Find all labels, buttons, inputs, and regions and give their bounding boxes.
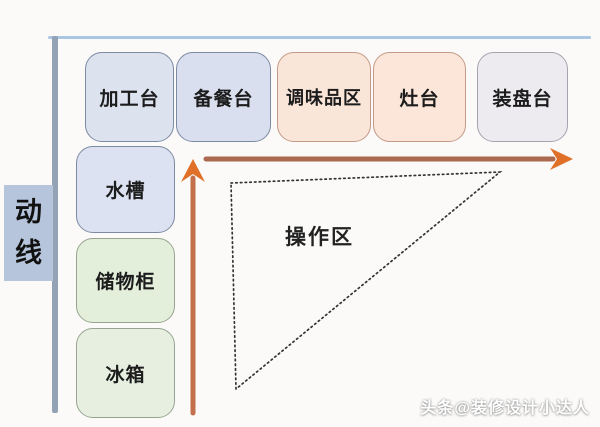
work-zone-label: 操作区 <box>285 226 354 249</box>
station-box-seasoning: 调味品区 <box>277 52 371 142</box>
station-box-storage: 储物柜 <box>76 238 175 323</box>
station-box-fridge: 冰箱 <box>76 328 175 418</box>
station-label: 灶台 <box>399 88 440 110</box>
work-triangle-outline <box>230 171 503 391</box>
station-box-plating: 装盘台 <box>477 52 568 142</box>
horizontal-flow-arrow-head <box>550 148 573 170</box>
station-label: 调味品区 <box>286 88 362 108</box>
vertical-flow-arrow-head <box>181 159 205 182</box>
watermark-text: 头条@装修设计小达人 <box>420 400 590 417</box>
frame-left-bar <box>52 36 58 413</box>
station-label: 加工台 <box>99 88 160 110</box>
station-label: 水槽 <box>105 181 146 202</box>
frame-top-line <box>48 36 591 39</box>
station-label: 储物柜 <box>95 272 156 293</box>
station-label: 冰箱 <box>105 364 146 386</box>
station-label: 装盘台 <box>492 88 553 110</box>
station-box-stove: 灶台 <box>373 52 466 142</box>
flow-line-char-2: 线 <box>15 238 42 268</box>
flow-line-char-1: 动 <box>15 197 42 227</box>
flow-line-label: 动 线 <box>4 185 53 281</box>
station-box-prep: 备餐台 <box>176 52 271 142</box>
station-label: 备餐台 <box>193 88 254 110</box>
station-box-sink: 水槽 <box>76 146 175 233</box>
station-box-processing: 加工台 <box>85 52 174 142</box>
